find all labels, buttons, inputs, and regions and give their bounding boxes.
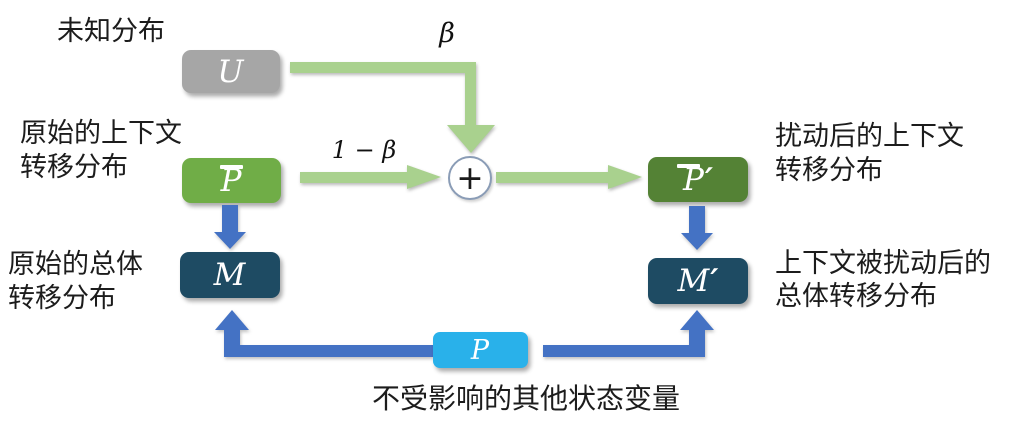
label-line: 转移分布 [20, 152, 128, 183]
arrow-head-up-icon [680, 310, 714, 330]
label-line: 转移分布 [775, 155, 883, 186]
node-pbar-label: P [220, 162, 242, 199]
label-line: 原始的总体 [8, 249, 143, 280]
arrow-shaft [689, 330, 705, 357]
node-m-prime: M′ [648, 258, 748, 304]
label-line: 扰动后的上下文 [775, 121, 964, 152]
label-original-overall: 原始的总体 转移分布 [8, 248, 143, 316]
arrow-pbarprime-to-mprime [681, 206, 713, 250]
node-m: M [180, 252, 280, 298]
arrow-shaft [689, 206, 705, 233]
node-u: U [182, 50, 280, 93]
node-pbar-prime: P′ [648, 157, 748, 202]
overbar-mark [219, 165, 243, 169]
node-pbar-prime-label: P [682, 161, 704, 198]
node-m-label: M [213, 257, 246, 293]
arrow-shaft [224, 345, 433, 357]
label-unaffected-variables: 不受影响的其他状态变量 [372, 382, 681, 415]
arrow-head-down-icon [214, 232, 246, 249]
arrow-shaft [290, 62, 476, 73]
arrow-pbar-to-m [214, 205, 246, 249]
label-perturbed-overall: 上下文被扰动后的 总体转移分布 [775, 247, 991, 313]
arrow-beta-u-to-plus [290, 62, 495, 153]
label-one-minus-beta: 1 − β [331, 136, 397, 164]
arrow-plus-to-pbarprime [496, 165, 642, 190]
label-line: 转移分布 [8, 283, 116, 314]
label-perturbed-context: 扰动后的上下文 转移分布 [775, 120, 964, 188]
node-p: P [433, 332, 528, 368]
label-line: 总体转移分布 [775, 281, 937, 312]
label-line: 原始的上下文 [20, 118, 182, 149]
label-line: 上下文被扰动后的 [775, 248, 991, 279]
arrow-one-minus-beta [300, 165, 443, 190]
arrow-p-to-m [215, 310, 433, 357]
node-m-prime-label: M [677, 263, 710, 299]
label-unknown-distribution: 未知分布 [57, 16, 165, 47]
arrow-head-right-icon [407, 165, 441, 189]
node-pbar: P [182, 158, 281, 203]
arrow-head-right-icon [608, 165, 642, 189]
arrow-shaft [300, 172, 407, 183]
label-original-context: 原始的上下文 转移分布 [20, 117, 182, 185]
arrow-p-to-mprime [543, 310, 718, 357]
node-p-label: P [470, 334, 490, 366]
overbar-mark [677, 164, 700, 168]
plus-combiner: + [448, 156, 492, 200]
node-u-label: U [217, 53, 244, 90]
arrow-head-down-icon [447, 125, 495, 153]
arrow-shaft [465, 62, 476, 125]
arrow-head-up-icon [215, 310, 249, 330]
arrow-shaft [543, 345, 705, 357]
arrow-shaft [222, 205, 238, 232]
arrow-head-down-icon [681, 233, 713, 250]
arrow-shaft [496, 172, 608, 183]
label-beta: β [439, 18, 455, 49]
